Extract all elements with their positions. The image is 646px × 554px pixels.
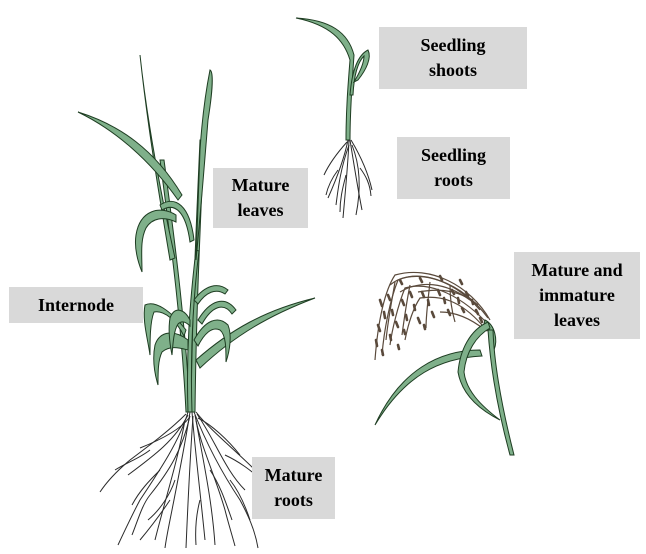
label-mature-immature-leaves: Mature and immature leaves	[514, 252, 640, 339]
panicle-plant	[375, 272, 514, 455]
label-mature-leaves-line2: leaves	[238, 198, 284, 223]
label-mature-roots-line2: roots	[274, 488, 313, 513]
label-mature-roots-line1: Mature	[265, 463, 323, 488]
label-seedling-roots: Seedling roots	[397, 137, 510, 199]
label-mature-leaves-line1: Mature	[232, 173, 290, 198]
label-seedling-roots-line2: roots	[434, 168, 473, 193]
label-mature-immature-leaves-line2: immature	[539, 283, 615, 308]
mature-roots-drawing	[100, 412, 270, 548]
label-mature-roots: Mature roots	[252, 457, 335, 519]
seedling-roots-drawing	[324, 140, 372, 218]
label-mature-leaves: Mature leaves	[213, 168, 308, 228]
label-seedling-shoots-line1: Seedling	[420, 33, 485, 58]
label-mature-immature-leaves-line1: Mature and	[531, 258, 622, 283]
label-seedling-shoots: Seedling shoots	[379, 27, 527, 89]
label-internode: Internode	[9, 287, 143, 323]
label-seedling-roots-line1: Seedling	[421, 143, 486, 168]
label-mature-immature-leaves-line3: leaves	[554, 308, 600, 333]
label-seedling-shoots-line2: shoots	[429, 58, 477, 83]
panicle-leaves-drawing	[375, 320, 514, 455]
seedling-shoot-drawing	[296, 18, 369, 140]
label-internode-line1: Internode	[38, 293, 114, 318]
